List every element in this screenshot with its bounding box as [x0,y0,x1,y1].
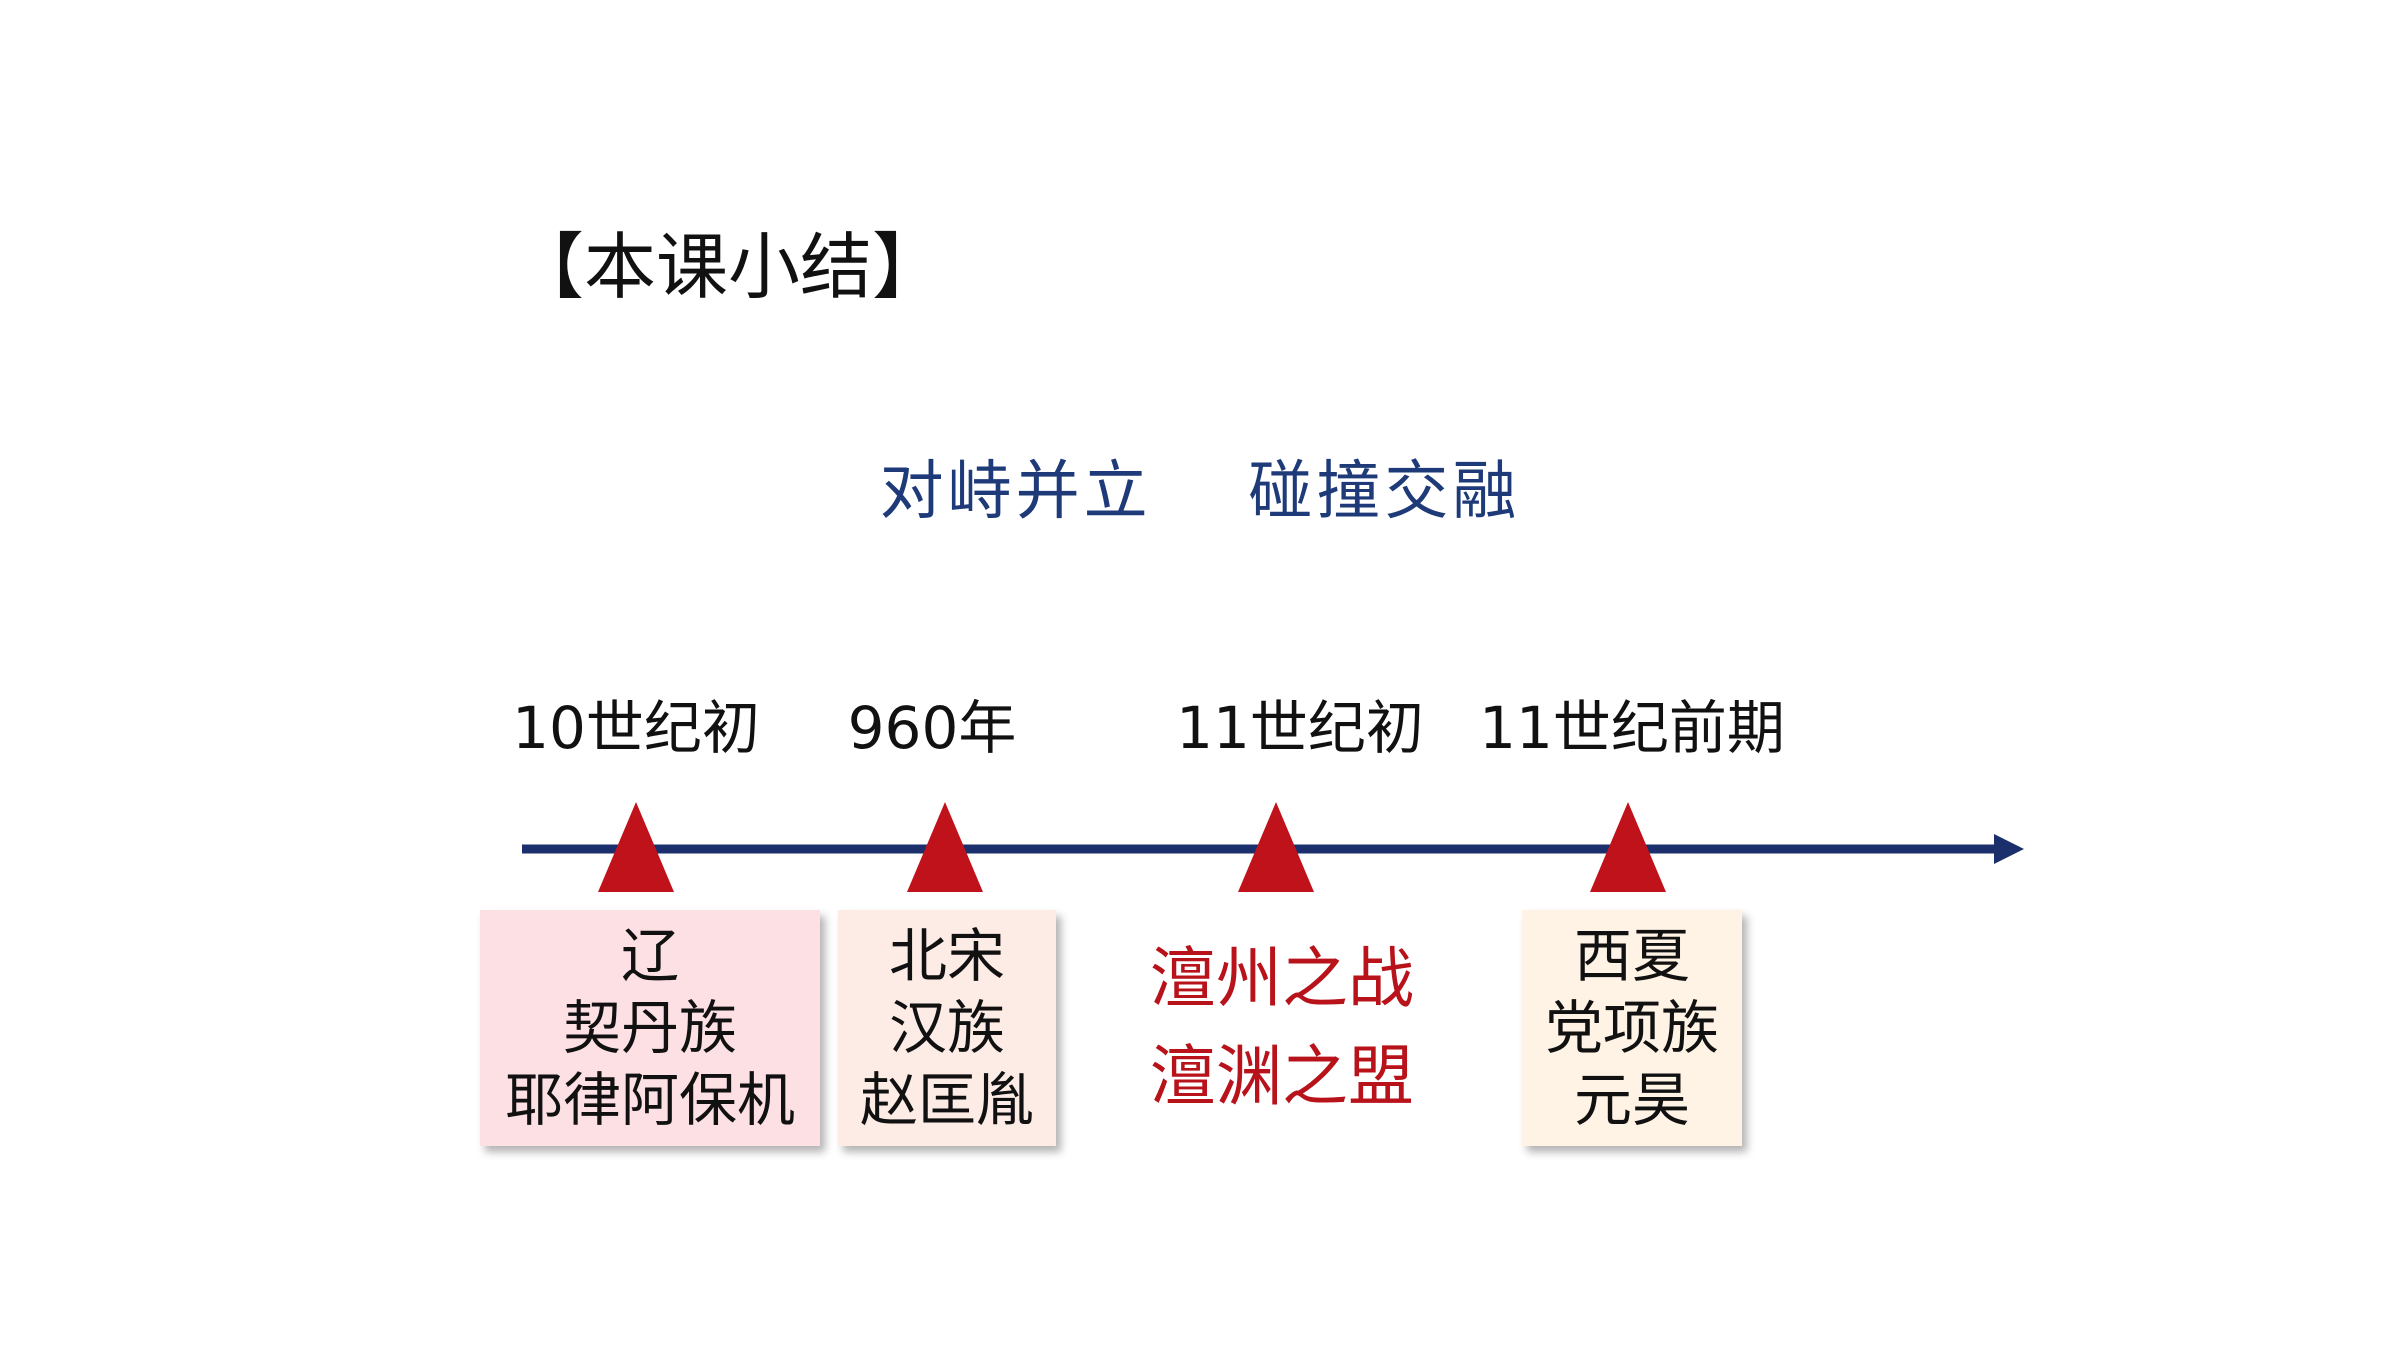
date-label-10th-century: 10世纪初 [512,694,760,762]
event-chanzhou: 澶州之战 澶渊之盟 [1150,930,1414,1126]
event-chanzhou-battle: 澶州之战 [1150,940,1414,1017]
event-box-xixia: 西夏 党项族 元昊 [1522,910,1742,1146]
timeline-arrow-head [1994,834,2024,864]
timeline-marker-song [907,802,983,892]
event-song-founder: 赵匡胤 [859,1066,1034,1134]
timeline-marker-liao [598,802,674,892]
event-box-liao: 辽 契丹族 耶律阿保机 [480,910,820,1146]
timeline-marker-xixia [1590,802,1666,892]
event-liao-founder: 耶律阿保机 [504,1066,795,1134]
subtitle-part-2: 碰撞交融 [1248,455,1521,529]
date-label-11th-century: 11世纪初 [1176,694,1424,762]
date-label-960: 960年 [847,694,1017,762]
event-chanyuan-treaty: 澶渊之盟 [1150,1038,1414,1115]
subtitle-part-1: 对峙并立 [879,455,1152,529]
event-liao-state: 辽 [620,922,679,990]
event-xixia-founder: 元昊 [1573,1066,1690,1134]
event-xixia-state: 西夏 [1573,922,1690,990]
slide-title: 【本课小结】 [512,225,945,309]
slide-subtitle: 对峙并立 碰撞交融 [0,452,2400,532]
timeline-marker-chanzhou [1238,802,1314,892]
date-label-11th-century-early: 11世纪前期 [1479,694,1785,762]
event-song-state: 北宋 [888,922,1005,990]
event-xixia-ethnic: 党项族 [1544,994,1719,1062]
event-box-song: 北宋 汉族 赵匡胤 [838,910,1056,1146]
event-liao-ethnic: 契丹族 [562,994,737,1062]
event-song-ethnic: 汉族 [888,994,1005,1062]
